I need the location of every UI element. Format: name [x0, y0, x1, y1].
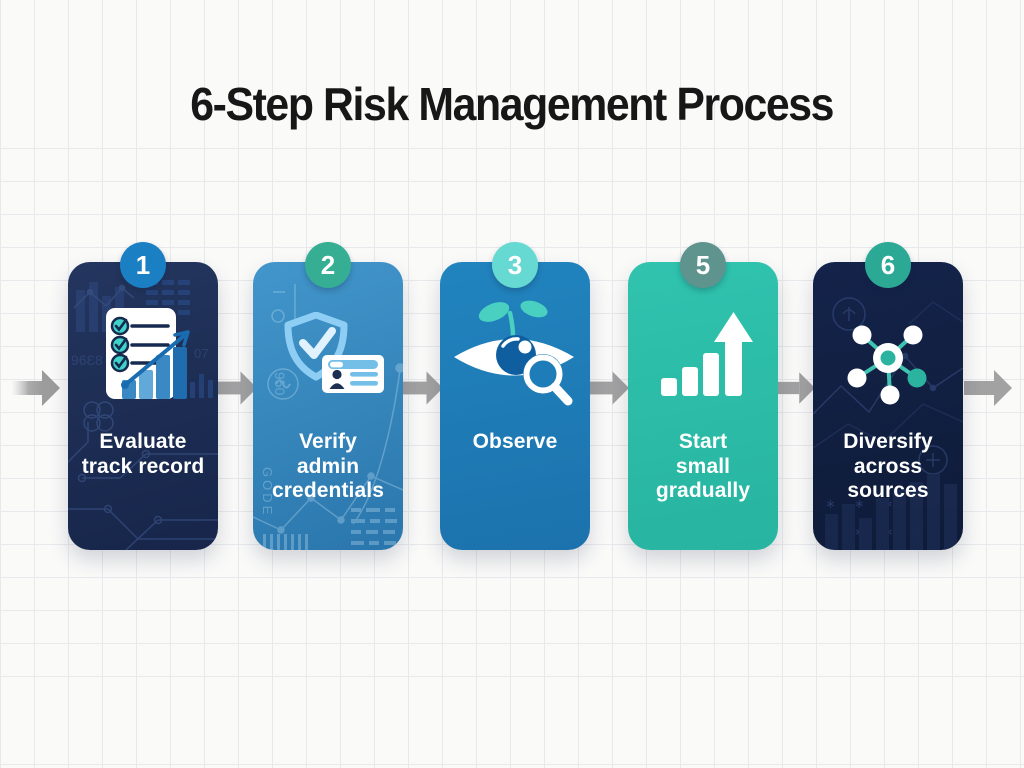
growth-bars-up-arrow-icon	[661, 312, 753, 396]
step-label: Evaluate track record	[81, 430, 205, 478]
step-card-3: 3 Observe	[440, 242, 590, 550]
step-number-badge: 2	[305, 242, 351, 288]
svg-text:950: 950	[272, 372, 288, 396]
svg-text:96Ɛ8 6: 96Ɛ8 6	[71, 352, 115, 368]
step-card-2: 950 GODE 2	[253, 242, 403, 550]
flow-arrow-icon	[399, 371, 443, 405]
grid-line	[0, 764, 1024, 765]
step-label: Diversify across sources	[843, 430, 933, 502]
card-background: 950 GODE	[253, 262, 403, 550]
step-number-badge: 1	[120, 242, 166, 288]
card-texture-linechart-digits: 950 GODE	[253, 284, 403, 550]
step-label: Verify admin credentials	[272, 430, 384, 502]
step-card-1: 96Ɛ8 6 07 1	[68, 242, 218, 550]
eye-sprout-magnifier-icon	[454, 300, 577, 410]
flow-arrow-in-icon	[12, 370, 60, 406]
step-card-5: 5 Start small gradually	[628, 242, 778, 550]
network-nodes-icon	[847, 325, 927, 405]
shield-id-card-icon	[284, 312, 384, 393]
page-title: 6-Step Risk Management Process	[190, 77, 835, 130]
step-label: Start small gradually	[655, 430, 751, 502]
flow-arrow-icon	[213, 371, 257, 405]
card-background	[628, 262, 778, 550]
flow-arrow-out-icon	[964, 370, 1012, 406]
card-background: 96Ɛ8 6 07	[68, 262, 218, 550]
step-number-badge: 5	[680, 242, 726, 288]
step-number-badge: 6	[865, 242, 911, 288]
flow-arrow-icon	[773, 372, 815, 404]
svg-text:07: 07	[194, 346, 208, 361]
svg-text:GODE: GODE	[260, 467, 275, 517]
flow-arrow-icon	[585, 371, 629, 405]
step-card-6: ∗∗∗∗ ∗∗∗∗ 6	[813, 242, 963, 550]
step-number-badge: 3	[492, 242, 538, 288]
checklist-growth-chart-icon	[106, 308, 190, 399]
card-background: ∗∗∗∗ ∗∗∗∗	[813, 262, 963, 550]
step-label: Observe	[472, 430, 558, 453]
card-texture-mountain-bars: ∗∗∗∗ ∗∗∗∗	[813, 297, 963, 550]
